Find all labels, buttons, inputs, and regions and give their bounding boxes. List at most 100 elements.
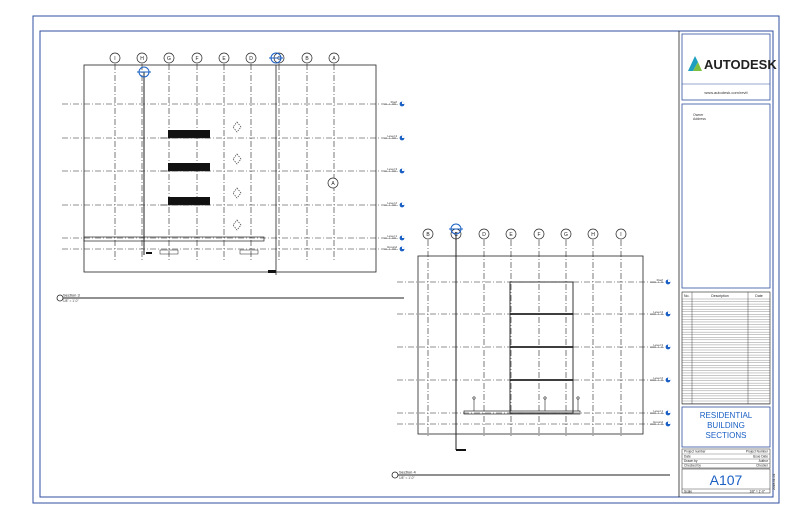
info-rows: Project number Project Number Date Issue…: [681, 448, 771, 469]
floor-slab: [168, 130, 210, 138]
grid-label: B: [426, 232, 430, 238]
grid-label: C: [277, 56, 281, 62]
ground-slab: [83, 236, 265, 242]
level-head-icon: Roof: [384, 100, 405, 107]
revision-table: No. Description Date: [681, 291, 771, 405]
ground-slab: [463, 410, 581, 415]
level-head-icon: Level 3: [384, 167, 405, 174]
sheet-number: A107: [710, 472, 743, 488]
grid-bubble: I: [109, 52, 121, 64]
section-tag-circle: [327, 177, 339, 189]
section-tag-letter: A: [331, 181, 335, 187]
level-label: Level 4: [387, 134, 397, 138]
logo-panel: [681, 33, 771, 101]
grid-label: A: [332, 56, 336, 62]
level-label: Roof: [391, 100, 398, 104]
level-label: Level 3: [387, 167, 397, 171]
scale-value: 1/8" = 1'-0": [749, 489, 765, 493]
grid-bubble: I: [615, 228, 627, 240]
section-3-scale: 1/8" = 1'-0": [63, 299, 79, 303]
level-head-icon: Level 1: [384, 234, 405, 241]
info-label-drawn-by: Drawn by: [684, 459, 698, 463]
grid-label: E: [509, 232, 513, 238]
grid-label: H: [140, 56, 144, 62]
grid-bubble: E: [505, 228, 517, 240]
section-cut-marker-icon: [449, 223, 463, 235]
section-cut-marker-icon: [269, 52, 283, 64]
level-label: Level 1: [653, 409, 663, 413]
grid-label: D: [249, 56, 253, 62]
revision-rows: [682, 298, 770, 404]
grid-bubble: G: [163, 52, 175, 64]
level-head-icon: Roof: [650, 278, 671, 285]
section-4-scale: 1/8" = 1'-0": [399, 476, 415, 480]
level-head-icon: Level 4: [650, 310, 671, 317]
grid-label: I: [620, 232, 621, 238]
level-head-icon: Ground: [384, 245, 405, 252]
grid-bubble: E: [218, 52, 230, 64]
sheet-outer-border: [32, 15, 780, 504]
info-label-project-number: Project number: [684, 450, 707, 454]
info-value-date: Issue Date: [753, 455, 768, 459]
grid-label: G: [167, 56, 171, 62]
info-value-checked-by: Checker: [756, 464, 769, 468]
level-label: Ground: [387, 245, 397, 249]
floor-slab: [168, 197, 210, 205]
grid-label: F: [537, 232, 540, 238]
grid-bubble: D: [478, 228, 490, 240]
owner-line-1: Owner: [693, 113, 704, 117]
owner-line-2: Address: [693, 117, 706, 121]
level-label: Level 3: [653, 343, 663, 347]
section-4-title: Section 4: [399, 470, 416, 475]
section-3-building-outline: [83, 64, 377, 273]
scale-label: Scale: [684, 489, 692, 493]
grid-bubble: H: [587, 228, 599, 240]
section-4-grid-lines: BCDEFGHI: [422, 228, 627, 438]
section-3-title: Section 3: [63, 293, 80, 298]
owner-panel: [681, 103, 771, 289]
level-label: Level 2: [387, 201, 397, 205]
level-label: Level 4: [653, 310, 663, 314]
grid-bubble: A: [328, 52, 340, 64]
autodesk-logo-icon: [688, 56, 702, 71]
level-head-icon: Level 3: [650, 343, 671, 350]
grid-bubble: H: [136, 52, 148, 64]
grid-bubble: B: [422, 228, 434, 240]
level-head-icon: Level 4: [384, 134, 405, 141]
floor-slab: [168, 163, 210, 171]
grid-label: B: [305, 56, 309, 62]
level-label: Roof: [657, 278, 664, 282]
section-4-building-outline: [417, 255, 644, 435]
rev-header-no: No.: [684, 294, 689, 298]
grid-label: E: [222, 56, 226, 62]
level-head-icon: Level 2: [384, 201, 405, 208]
info-label-checked-by: Checked by: [684, 464, 701, 468]
section-3-view-title: Section 3 1/8" = 1'-0": [56, 293, 404, 303]
title-panel: [681, 406, 771, 448]
title-line-1: RESIDENTIAL: [700, 411, 753, 420]
info-value-drawn-by: Author: [759, 459, 769, 463]
level-label: Ground: [653, 420, 663, 424]
section-4-view-title: Section 4 1/8" = 1'-0": [391, 470, 670, 480]
section-3-grid-lines: I H G F E D C B A: [109, 52, 340, 262]
grid-label: F: [195, 56, 198, 62]
rev-header-desc: Description: [711, 294, 729, 298]
level-label: Level 1: [387, 234, 397, 238]
grid-bubble: F: [533, 228, 545, 240]
sheet-number-panel: [681, 468, 771, 494]
title-line-3: SECTIONS: [706, 431, 747, 440]
title-line-2: BUILDING: [707, 421, 745, 430]
info-label-date: Date: [684, 455, 691, 459]
sheet-inner-border: [39, 30, 774, 498]
grid-label: D: [482, 232, 486, 238]
grid-bubble: F: [191, 52, 203, 64]
info-value-project-number: Project Number: [746, 450, 769, 454]
level-head-icon: Ground: [650, 420, 671, 427]
side-date-stamp: 2018-01-01: [772, 473, 776, 490]
rev-header-date: Date: [755, 294, 762, 298]
grid-bubble: B: [301, 52, 313, 64]
